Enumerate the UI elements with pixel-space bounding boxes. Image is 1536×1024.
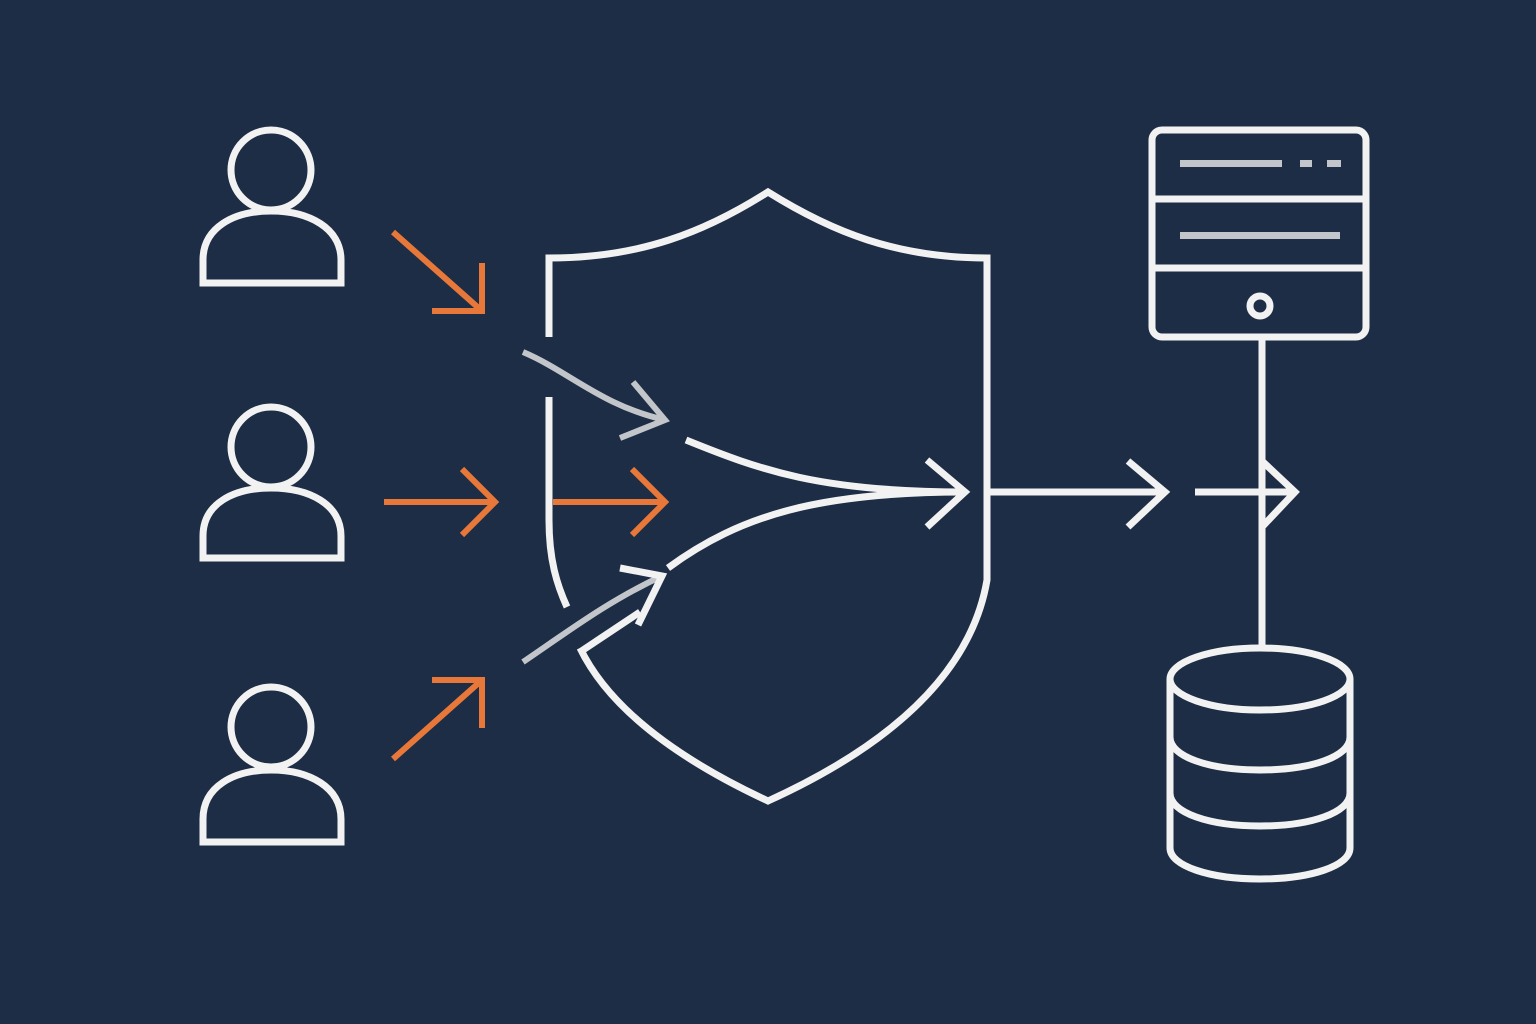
request-arrow-top xyxy=(391,229,485,314)
request-arrow-inside-shield xyxy=(553,466,670,538)
request-arrow-middle xyxy=(384,466,500,538)
merged-traffic-arrow xyxy=(665,436,971,571)
server-icon xyxy=(1148,126,1370,341)
user-icon-top xyxy=(199,126,345,287)
output-arrow xyxy=(988,458,1171,530)
user-icon-middle xyxy=(199,403,345,562)
request-arrow-bottom xyxy=(391,677,485,762)
shield-icon xyxy=(545,187,991,805)
filtered-arrow-top xyxy=(521,349,670,441)
server-input-arrow xyxy=(1195,458,1300,530)
database-icon xyxy=(1166,644,1354,883)
filtered-arrow-bottom xyxy=(521,564,668,665)
user-icon-bottom xyxy=(199,683,345,846)
